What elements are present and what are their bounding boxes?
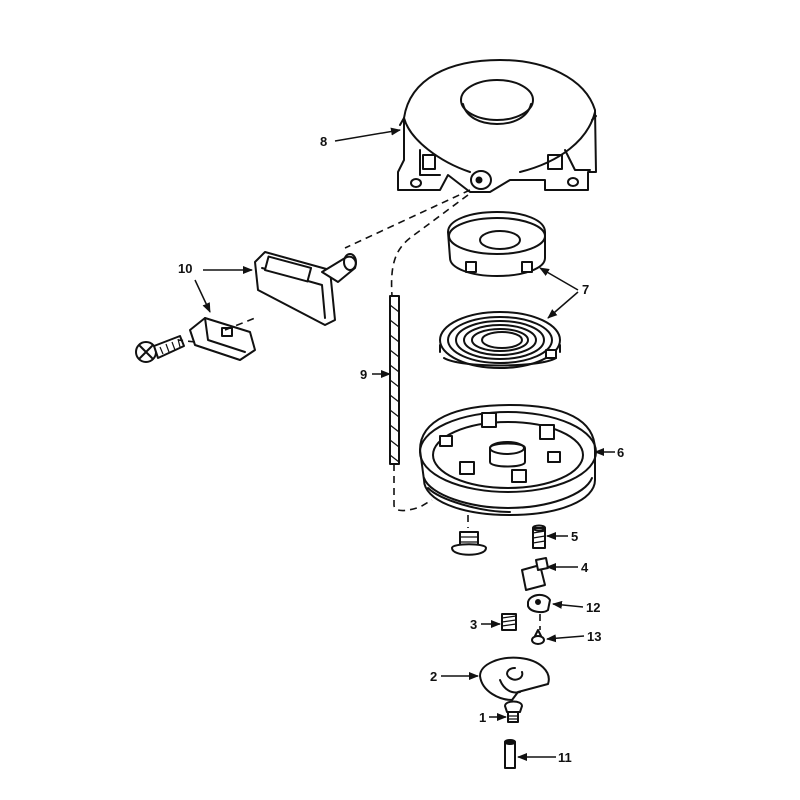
part-11-pin (504, 739, 516, 769)
part-4-pawl (521, 557, 549, 591)
callout-5: 5 (571, 529, 578, 544)
part-12-link (527, 594, 551, 614)
part-2-brake (479, 656, 550, 701)
part-5-spring (532, 524, 546, 549)
part-13-screw (531, 614, 545, 645)
callout-3: 3 (470, 617, 477, 632)
callout-12: 12 (586, 600, 600, 615)
rope-routing-path (177, 189, 471, 512)
part-3-spring (501, 613, 517, 631)
part-7-spring-cup (447, 211, 546, 277)
part-10-screw (135, 335, 185, 363)
callout-9: 9 (360, 367, 367, 382)
callout-7: 7 (582, 282, 589, 297)
part-10-rope-retainer (189, 317, 256, 361)
callout-2: 2 (430, 669, 437, 684)
callout-6: 6 (617, 445, 624, 460)
callout-4: 4 (581, 560, 589, 575)
part-9-starter-rope (389, 295, 400, 465)
callout-10: 10 (178, 261, 192, 276)
callout-labels: 8 10 7 9 6 5 4 12 3 13 2 1 11 (178, 134, 624, 765)
callout-11: 11 (558, 750, 572, 765)
pulley-screw (451, 515, 487, 556)
callout-8: 8 (320, 134, 327, 149)
part-8-housing (397, 59, 597, 193)
part-6-pulley (419, 404, 597, 516)
callout-13: 13 (587, 629, 601, 644)
part-7-rewind-spring (439, 311, 561, 369)
callout-leaders (194, 127, 615, 761)
callout-1: 1 (479, 710, 486, 725)
part-1-screw (504, 700, 523, 723)
part-10-handle (254, 251, 357, 326)
